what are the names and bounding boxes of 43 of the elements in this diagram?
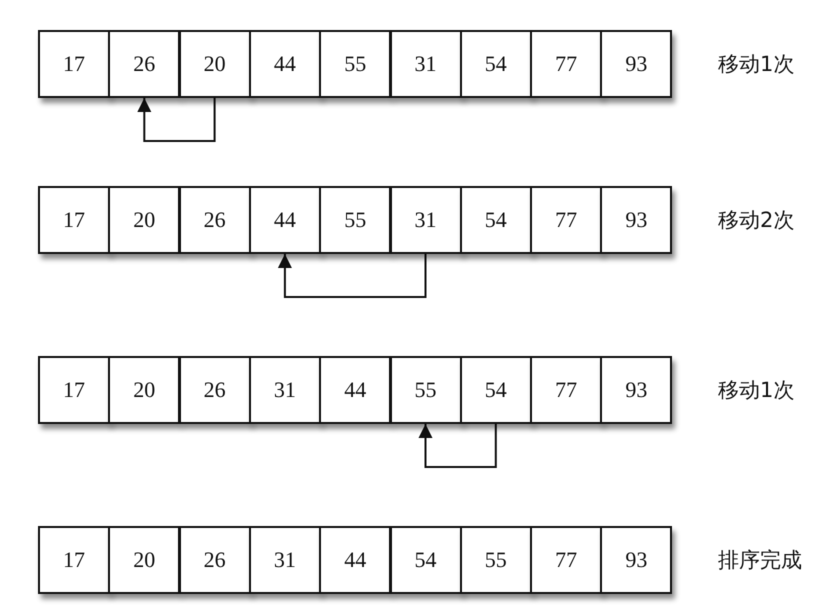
number-cell: 93 xyxy=(600,30,672,98)
number-cell: 26 xyxy=(178,356,251,424)
number-cell: 77 xyxy=(530,356,602,424)
arrow xyxy=(137,98,216,142)
number-cell: 55 xyxy=(319,30,392,98)
row-label: 移动1次 xyxy=(718,51,794,78)
number-cell: 77 xyxy=(530,186,602,254)
number-cell: 55 xyxy=(390,356,462,424)
number-cell: 93 xyxy=(600,356,672,424)
number-cell: 44 xyxy=(319,356,392,424)
row-label: 排序完成 xyxy=(718,547,802,574)
number-cell: 20 xyxy=(108,186,180,254)
number-cell: 31 xyxy=(248,356,321,424)
number-cell: 54 xyxy=(460,30,532,98)
number-cell: 55 xyxy=(460,526,532,594)
number-cell: 17 xyxy=(38,526,110,594)
arrow xyxy=(278,254,426,298)
row-label: 移动1次 xyxy=(718,377,794,404)
number-cell: 54 xyxy=(390,526,462,594)
number-cell: 31 xyxy=(390,30,462,98)
arrow xyxy=(418,424,497,468)
number-cell: 20 xyxy=(178,30,251,98)
number-cell: 26 xyxy=(178,526,251,594)
number-cell: 17 xyxy=(38,356,110,424)
number-cell: 44 xyxy=(248,186,321,254)
number-cell: 93 xyxy=(600,526,672,594)
number-cell: 20 xyxy=(108,356,180,424)
number-cell: 54 xyxy=(460,186,532,254)
number-cell: 31 xyxy=(390,186,462,254)
row-label: 移动2次 xyxy=(718,207,794,234)
number-cell: 93 xyxy=(600,186,672,254)
number-cell: 77 xyxy=(530,526,602,594)
number-cell: 26 xyxy=(108,30,180,98)
number-cell: 31 xyxy=(248,526,321,594)
number-cell: 44 xyxy=(248,30,321,98)
number-cell: 55 xyxy=(319,186,392,254)
number-cell: 77 xyxy=(530,30,602,98)
number-cell: 20 xyxy=(108,526,180,594)
number-cell: 26 xyxy=(178,186,251,254)
number-cell: 54 xyxy=(460,356,532,424)
number-cell: 17 xyxy=(38,186,110,254)
number-cell: 44 xyxy=(319,526,392,594)
number-cell: 17 xyxy=(38,30,110,98)
